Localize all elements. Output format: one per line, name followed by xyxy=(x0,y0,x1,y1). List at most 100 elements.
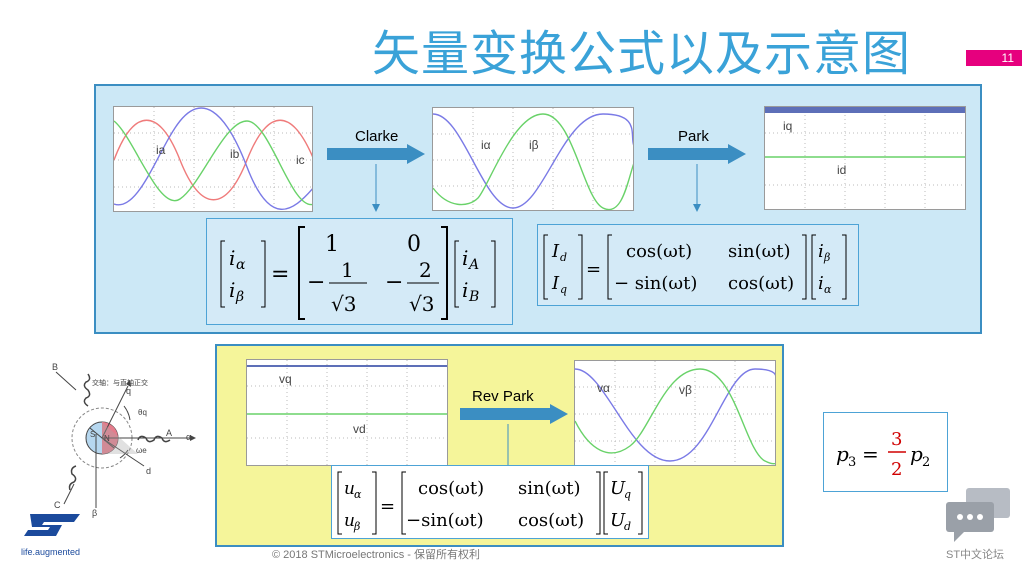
label-C: C xyxy=(54,500,61,510)
wave-vbeta xyxy=(575,368,775,465)
st-logo-mark xyxy=(24,514,80,536)
svg-text:d: d xyxy=(560,251,567,264)
svg-text:β: β xyxy=(353,520,360,533)
label-omega: ωe xyxy=(136,446,147,455)
st-logo: ST xyxy=(22,512,96,546)
svg-text:i: i xyxy=(462,246,468,270)
label-iq: iq xyxy=(783,119,793,133)
wave-valpha xyxy=(575,368,775,462)
svg-text:=: = xyxy=(380,496,395,517)
rev-park-label: Rev Park xyxy=(472,388,534,405)
scope-vdq: vq vd xyxy=(246,359,448,466)
wave-iq xyxy=(765,107,965,113)
label-ia: ia xyxy=(156,143,166,157)
svg-text:cos(ωt): cos(ωt) xyxy=(518,510,584,531)
svg-text:cos(ωt): cos(ωt) xyxy=(626,241,692,262)
svg-text:α: α xyxy=(354,488,362,501)
wave-ibeta xyxy=(433,113,633,210)
park-arrow-icon xyxy=(648,144,746,212)
svg-text:2: 2 xyxy=(891,459,902,480)
scope-valpha-beta: vα vβ xyxy=(574,360,776,466)
svg-text:I: I xyxy=(551,241,560,262)
svg-text:sin(ωt): sin(ωt) xyxy=(728,241,791,262)
alpha-beta-waveform xyxy=(433,108,633,210)
svg-text:i: i xyxy=(229,246,235,270)
svg-text:3: 3 xyxy=(848,455,856,470)
svg-text:cos(ωt): cos(ωt) xyxy=(728,273,794,294)
wave-ic xyxy=(114,120,312,205)
svg-text:3: 3 xyxy=(891,429,902,450)
vdq-waveform xyxy=(247,360,447,465)
svg-text:−: − xyxy=(307,270,325,295)
label-alpha: α xyxy=(186,432,192,442)
svg-text:α: α xyxy=(236,257,246,273)
svg-text:p: p xyxy=(910,442,923,466)
svg-text:=: = xyxy=(271,262,289,287)
svg-text:− sin(ωt): − sin(ωt) xyxy=(614,273,697,294)
label-B: B xyxy=(52,362,59,372)
label-ibeta: iβ xyxy=(529,138,539,152)
svg-text:u: u xyxy=(344,511,355,531)
svg-text:q: q xyxy=(624,488,631,501)
forum-chat-icon[interactable] xyxy=(942,484,1018,544)
svg-text:α: α xyxy=(824,283,832,296)
motor-axis-diagram: B C A α β q d θq ωe 交轴：与直轴正交 S N xyxy=(40,358,210,518)
dq-waveform xyxy=(765,107,965,209)
svg-text:I: I xyxy=(551,273,560,294)
label-beta: β xyxy=(92,508,98,518)
label-S: S xyxy=(90,430,96,439)
svg-text:i: i xyxy=(462,278,468,302)
svg-text:1: 1 xyxy=(325,232,339,257)
svg-text:=: = xyxy=(862,442,879,466)
svg-text:B: B xyxy=(468,289,479,305)
label-N: N xyxy=(104,434,110,443)
logo-tagline: life.augmented xyxy=(21,547,81,557)
svg-text:1: 1 xyxy=(341,258,354,282)
svg-text:q: q xyxy=(560,283,567,296)
valpha-beta-waveform xyxy=(575,361,775,465)
svg-text:p: p xyxy=(836,442,849,466)
svg-text:−: − xyxy=(385,270,403,295)
label-ib: ib xyxy=(230,147,240,161)
svg-text:2: 2 xyxy=(419,258,432,282)
copyright-text: © 2018 STMicroelectronics - 保留所有权利 xyxy=(272,549,480,561)
svg-text:d: d xyxy=(624,520,631,533)
svg-text:0: 0 xyxy=(407,232,421,257)
svg-text:cos(ωt): cos(ωt) xyxy=(418,478,484,499)
label-ic: ic xyxy=(296,153,305,167)
svg-text:U: U xyxy=(610,478,626,499)
label-A: A xyxy=(166,428,173,438)
svg-text:U: U xyxy=(610,510,626,531)
svg-text:β: β xyxy=(235,289,244,305)
motor-vector-diagram xyxy=(55,371,196,508)
label-note: 交轴：与直轴正交 xyxy=(92,380,148,387)
svg-text:−sin(ωt): −sin(ωt) xyxy=(406,510,484,531)
label-q: q xyxy=(126,386,132,396)
wave-ia xyxy=(114,119,312,201)
svg-text:u: u xyxy=(344,479,355,499)
clarke-arrow-icon xyxy=(327,144,425,212)
svg-text:√3: √3 xyxy=(331,292,356,316)
svg-text:i: i xyxy=(818,241,824,262)
scope-three-phase: ia ib ic xyxy=(113,106,313,212)
svg-text:i: i xyxy=(229,278,235,302)
clarke-label: Clarke xyxy=(355,128,399,145)
forum-label[interactable]: ST中文论坛 xyxy=(946,549,1005,561)
page-number: 11 xyxy=(966,50,1022,66)
wave-ialpha xyxy=(433,113,633,209)
label-vbeta: vβ xyxy=(679,383,692,397)
svg-text:=: = xyxy=(586,259,601,280)
svg-text:A: A xyxy=(467,257,479,273)
scope-alpha-beta: iα iβ xyxy=(432,107,634,211)
label-d: d xyxy=(146,466,152,476)
park-label: Park xyxy=(678,128,709,145)
label-vq: vq xyxy=(279,372,292,386)
